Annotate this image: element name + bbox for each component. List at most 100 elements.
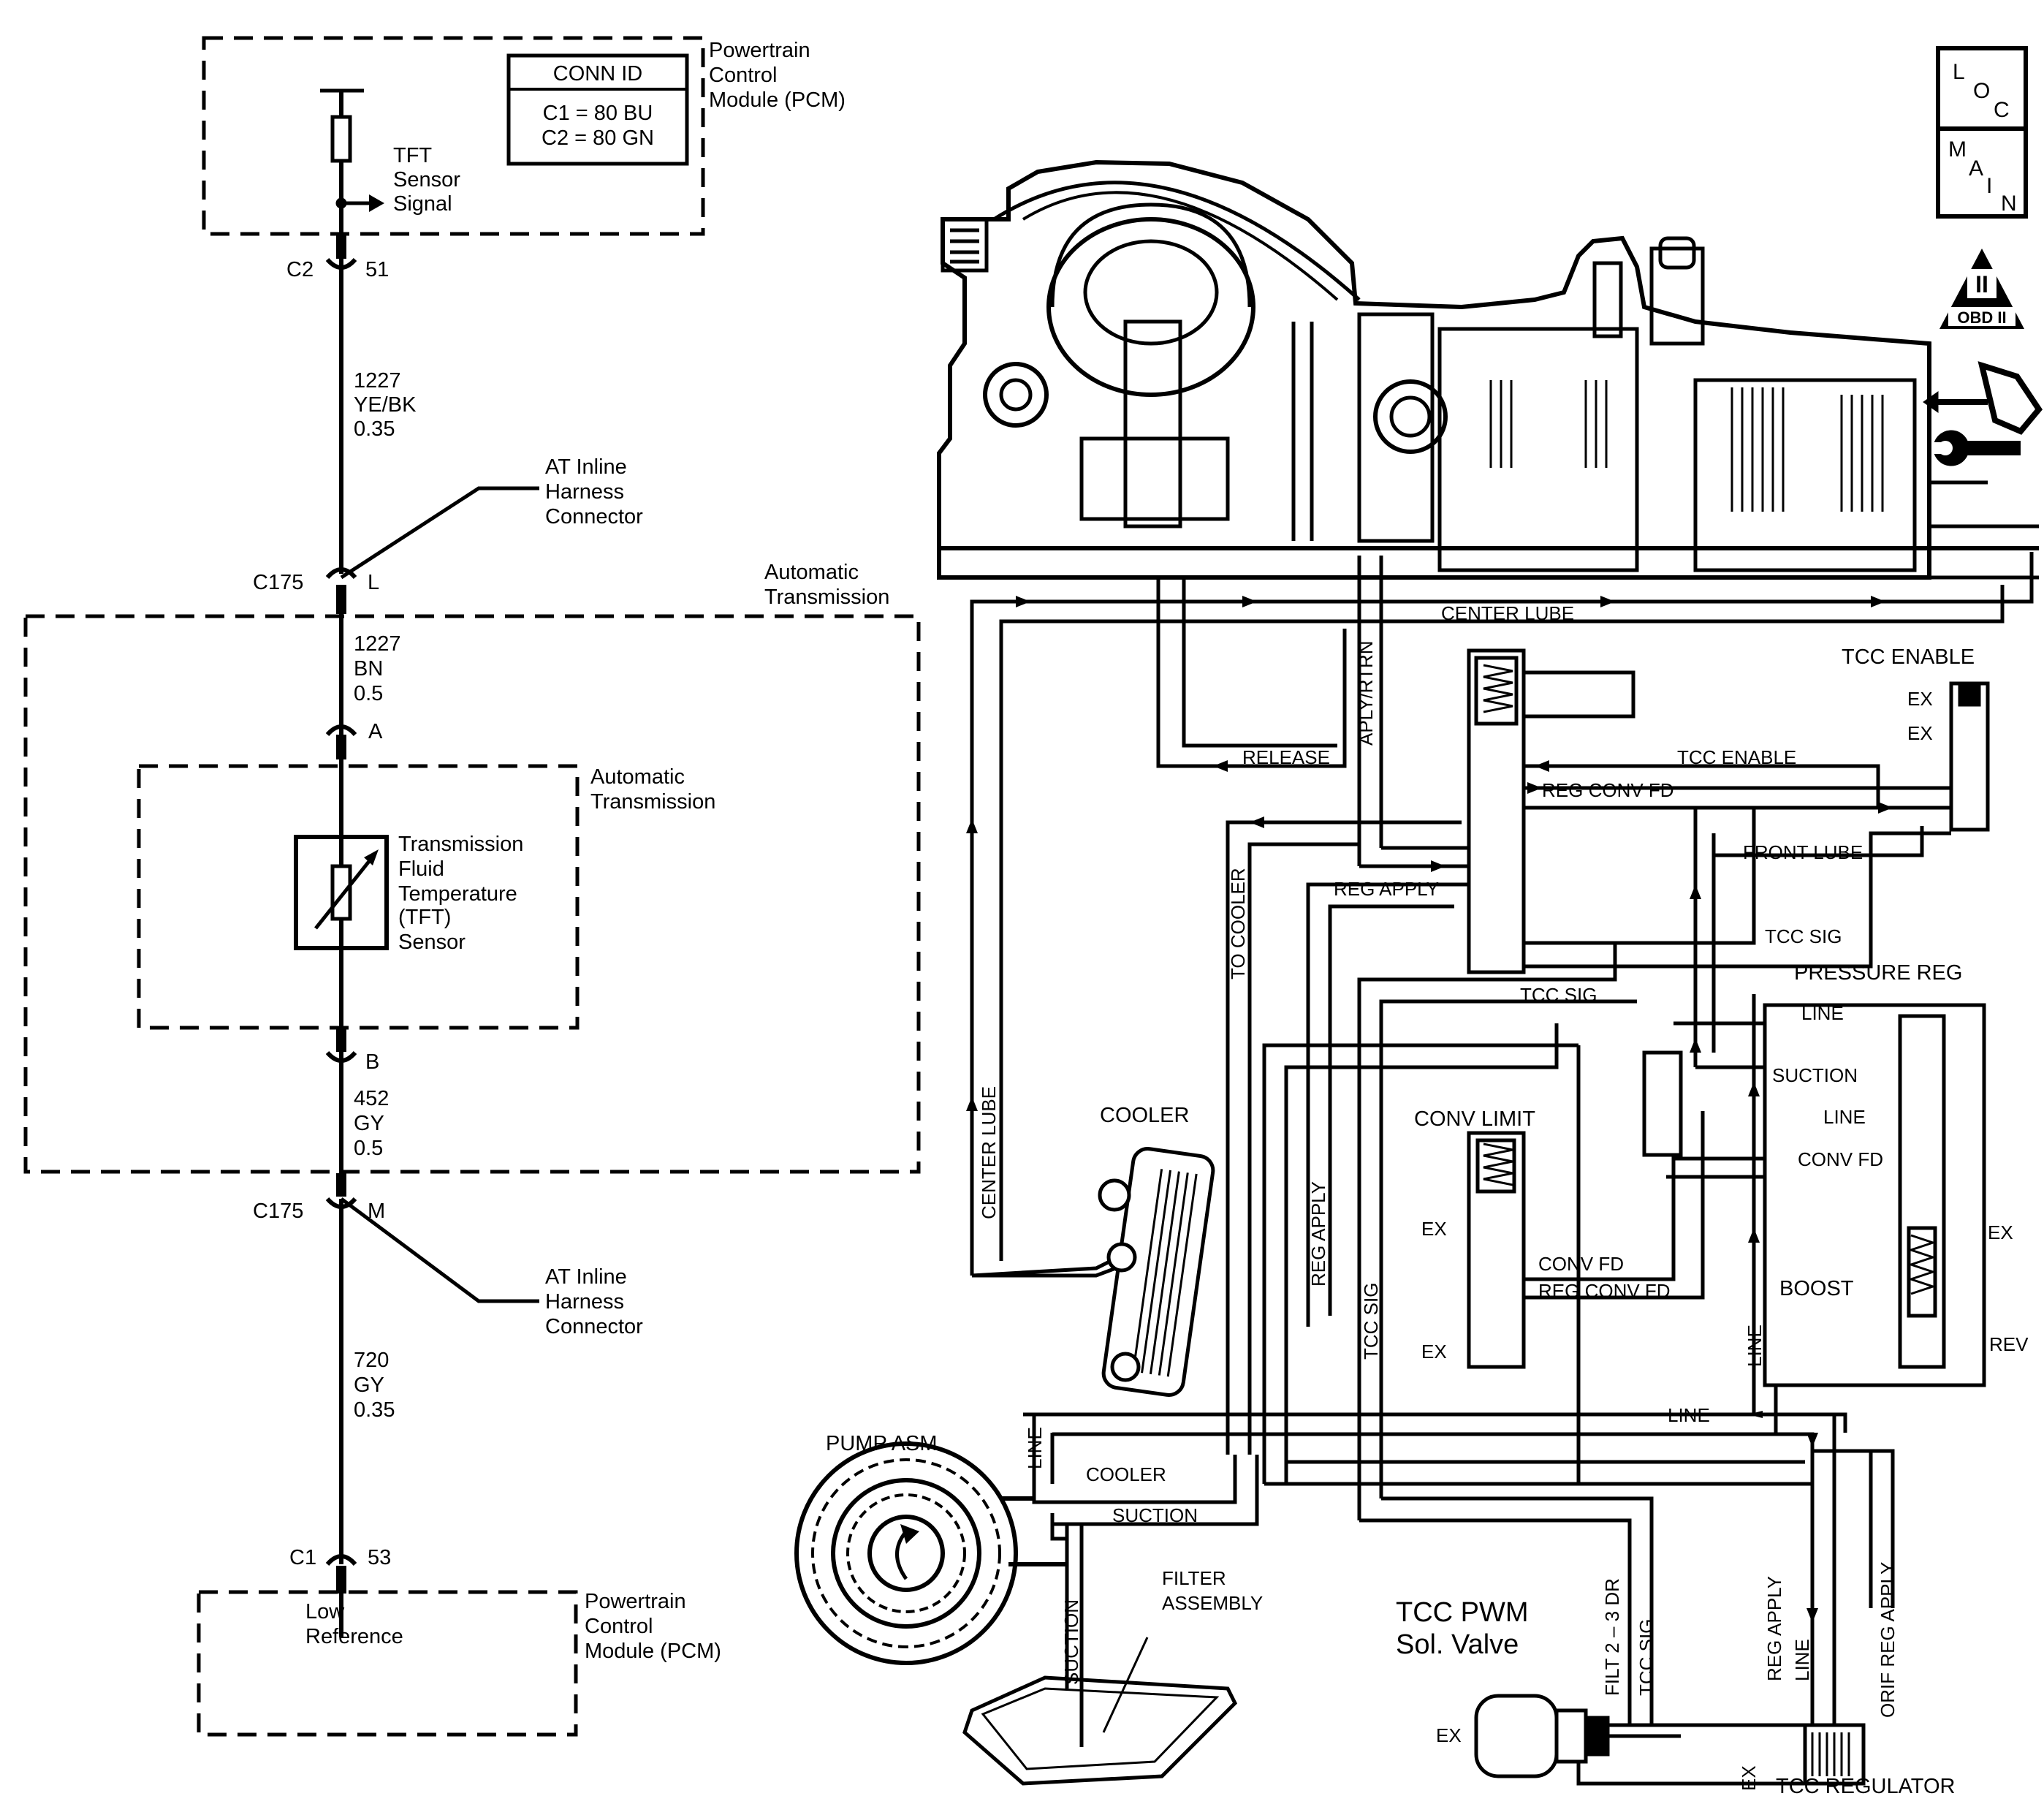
- svg-text:A: A: [1969, 156, 1983, 181]
- pressure-reg-line-2: LINE: [1823, 1106, 1866, 1128]
- conn-id-c1: C1 = 80 BU: [543, 102, 653, 125]
- tcc-pwm-solenoid: [1474, 1694, 1681, 1778]
- pump-asm-label: PUMP ASM.: [826, 1432, 943, 1455]
- obd-ii-icon[interactable]: II OBD II: [1939, 249, 2024, 329]
- pin-b-label: B: [365, 1050, 379, 1074]
- connector-c175-m: [325, 1197, 357, 1209]
- pcm-top-label-2: Control: [709, 64, 778, 87]
- tcc-pwm-ex: EX: [1436, 1724, 1462, 1746]
- conv-fd-cl-label: CONV FD: [1538, 1253, 1624, 1275]
- pull-up-resistor: [330, 115, 352, 163]
- pcm-bottom-label-1: Powertrain: [585, 1590, 686, 1613]
- filter-label-1: FILTER: [1162, 1567, 1226, 1589]
- connector-c2-pin51: [325, 257, 357, 270]
- hydraulic-labels: CENTER LUBE APLY/RTRN TCC ENABLE EX EX R…: [826, 602, 2029, 1798]
- pressure-reg-ex: EX: [1988, 1221, 2013, 1243]
- low-reference-label-2: Reference: [305, 1625, 403, 1648]
- conv-fd-pr-label: CONV FD: [1798, 1148, 1883, 1170]
- auto-trans-outer-label-2: Transmission: [764, 586, 889, 609]
- reg-apply-top-label: REG APPLY: [1334, 878, 1439, 900]
- wire-1227-bn-circuit: 1227: [354, 632, 401, 656]
- pin-a-label: A: [368, 720, 383, 743]
- tcc-regulator-ex: EX: [1738, 1765, 1760, 1791]
- tft-signal-label-2: Sensor: [393, 168, 460, 192]
- cooler-line-label: COOLER: [1086, 1463, 1166, 1485]
- automatic-transmission-inner-box: [137, 764, 580, 1030]
- suction-pr-label: SUCTION: [1772, 1064, 1858, 1086]
- inline-top-label-2: Harness: [545, 480, 624, 504]
- valve-bodies: [1467, 648, 1990, 1786]
- inline-top-label-3: Connector: [545, 505, 643, 528]
- suction-vertical-label: SUCTION: [1060, 1599, 1082, 1685]
- tcc-sig-pwm-label: TCC SIG: [1635, 1619, 1657, 1696]
- c175-l-name: C175: [253, 571, 303, 594]
- svg-text:M: M: [1948, 137, 1967, 162]
- tft-signal-label-1: TFT: [393, 144, 432, 167]
- filt-2-3-dr-label: FILT 2 – 3 DR: [1601, 1578, 1623, 1696]
- inline-connector-leader-top: [340, 486, 539, 580]
- c1-name: C1: [289, 1546, 316, 1569]
- c2-name: C2: [286, 258, 314, 281]
- tft-signal-label-3: Signal: [393, 192, 452, 216]
- pin-a: [325, 724, 357, 737]
- svg-text:I: I: [1986, 174, 1992, 198]
- line-vertical-label: LINE: [1744, 1325, 1766, 1367]
- c2-pin: 51: [365, 258, 389, 281]
- pcm-top-box: [202, 36, 705, 236]
- conv-limit-title: CONV LIMIT: [1414, 1107, 1535, 1131]
- main-nav-button[interactable]: M A I N: [1936, 126, 2028, 219]
- pcm-bottom-label-3: Module (PCM): [585, 1640, 721, 1663]
- tft-sensor-label-5: Sensor: [398, 931, 466, 954]
- svg-text:O: O: [1973, 79, 1990, 103]
- boost-label: BOOST: [1779, 1277, 1854, 1300]
- tcc-regulator-label: TCC REGULATOR: [1776, 1775, 1955, 1798]
- pin-b: [325, 1050, 357, 1063]
- line-pwm-label: LINE: [1791, 1639, 1813, 1681]
- wire-720-color: GY: [354, 1373, 384, 1397]
- tcc-enable-ex-1: EX: [1907, 688, 1933, 710]
- c175-l-pin: L: [368, 571, 379, 594]
- c175-m-name: C175: [253, 1200, 303, 1223]
- tcc-pwm-label-1: TCC PWM: [1396, 1597, 1529, 1628]
- pressure-reg-title: PRESSURE REG: [1794, 961, 1962, 985]
- tft-sensor-label-1: Transmission: [398, 833, 523, 856]
- pcm-top-label-3: Module (PCM): [709, 88, 846, 112]
- connector-wrench-icon[interactable]: [1923, 361, 2043, 466]
- wire-1227-bn-size: 0.5: [354, 682, 383, 705]
- wire-1227-bn-color: BN: [354, 657, 383, 681]
- svg-text:L: L: [1953, 60, 1965, 84]
- c175-m-pin: M: [368, 1200, 385, 1223]
- center-lube-top-label: CENTER LUBE: [1441, 602, 1574, 624]
- orif-reg-apply-label: ORIF REG APPLY: [1877, 1562, 1899, 1718]
- center-lube-left-label: CENTER LUBE: [978, 1086, 1000, 1219]
- line-horizontal-label: LINE: [1668, 1404, 1710, 1426]
- wire-1227-top-circuit: 1227: [354, 369, 401, 393]
- conn-id-c2: C2 = 80 GN: [542, 126, 654, 150]
- conn-id-title: CONN ID: [553, 62, 642, 86]
- wire-720-circuit: 720: [354, 1349, 389, 1372]
- reg-apply-pwm-label: REG APPLY: [1763, 1576, 1785, 1681]
- reg-conv-fd-cl-label: REG CONV FD: [1538, 1280, 1671, 1302]
- tcc-enable-line-label: TCC ENABLE: [1677, 746, 1796, 768]
- inline-bot-label-2: Harness: [545, 1290, 624, 1314]
- svg-text:N: N: [2001, 192, 2017, 216]
- release-label: RELEASE: [1242, 746, 1330, 768]
- c1-pin: 53: [368, 1546, 391, 1569]
- transmission-cutaway: [937, 159, 2039, 580]
- auto-trans-outer-label-1: Automatic: [764, 561, 859, 584]
- loc-nav-button[interactable]: L O C: [1936, 46, 2028, 138]
- conv-limit-ex-1: EX: [1421, 1218, 1447, 1240]
- tft-sensor-label-4: (TFT): [398, 906, 451, 929]
- aply-rtrn-label: APLY/RTRN: [1355, 640, 1377, 746]
- tcc-enable-ex-2: EX: [1907, 722, 1933, 744]
- flow-arrows: [966, 596, 1893, 1623]
- pcm-top-label-1: Powertrain: [709, 39, 810, 62]
- tcc-pwm-label-2: Sol. Valve: [1396, 1629, 1519, 1660]
- inline-connector-leader-bottom: [340, 1197, 539, 1303]
- front-lube-label: FRONT LUBE: [1743, 841, 1863, 863]
- pcm-bottom-label-2: Control: [585, 1615, 653, 1638]
- pump-assembly: [794, 1441, 1067, 1665]
- auto-trans-inner-label-2: Transmission: [590, 790, 715, 814]
- svg-text:C: C: [1994, 98, 2010, 122]
